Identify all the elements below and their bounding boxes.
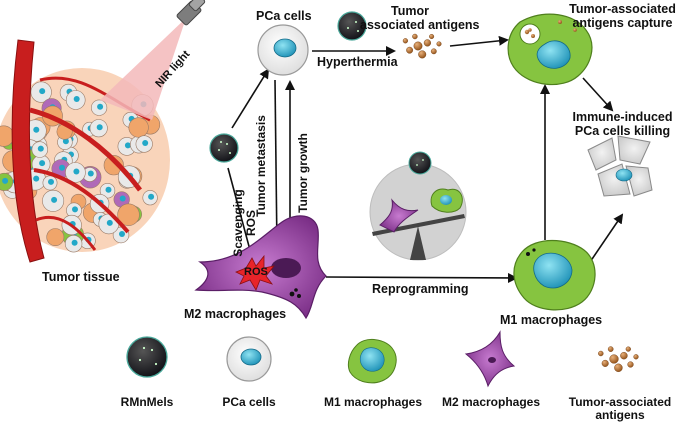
tissue-cell-nucleus [106, 219, 113, 226]
antigen-particle [598, 350, 604, 357]
antigen-particle [429, 34, 435, 40]
tissue-cell-nucleus [39, 160, 46, 167]
tissue-cell [46, 228, 65, 247]
tumor-associated-antigens-top-label: Tumor associated antigens [360, 4, 480, 32]
tumor-tissue-label: Tumor tissue [42, 270, 120, 284]
immune-induced-killing-label: Immune-induced PCa cells killing [572, 110, 673, 138]
tissue-cell [103, 155, 124, 176]
rmnmels-nanoparticle [209, 133, 239, 163]
tissue-cell-nucleus [97, 103, 104, 110]
tissue-cell-nucleus [87, 170, 94, 177]
legend-label-antigens: Tumor-associated antigens [568, 395, 672, 422]
tissue-cell-nucleus [124, 142, 131, 149]
hyperthermia-label: Hyperthermia [317, 55, 398, 69]
tissue-cell [117, 203, 140, 226]
antigen-particle [627, 361, 634, 368]
antigen-particle [601, 359, 609, 367]
m2-macrophage-large [194, 215, 327, 320]
legend-label-m1-macrophages: M1 macrophages [323, 395, 423, 409]
tumor-growth-label: Tumor growth [296, 133, 310, 213]
tissue-cell-nucleus [37, 145, 44, 152]
tissue-cell-nucleus [62, 138, 69, 145]
tissue-cell-nucleus [119, 231, 125, 237]
antigen-particle [633, 354, 639, 360]
legend-antigens-icon [598, 346, 639, 372]
nir-light-beam [100, 0, 206, 120]
antigen-particle [609, 354, 619, 364]
antigens-capture-label: Tumor-associated antigens capture [569, 2, 676, 30]
antigen-particle [423, 39, 432, 47]
tissue-cell-nucleus [2, 177, 9, 184]
tissue-cell-nucleus [51, 196, 58, 203]
tissue-cell-nucleus [96, 124, 103, 131]
m1-macrophages-label: M1 macrophages [500, 313, 603, 327]
legend-m1-macrophage-icon [347, 339, 397, 384]
tissue-cell [128, 117, 149, 138]
flow-arrows [227, 35, 624, 283]
tissue-cell-nucleus [105, 186, 112, 193]
polarization-balance [369, 151, 467, 261]
antigen-particle [614, 363, 623, 372]
tissue-cell-nucleus [119, 195, 126, 202]
reprogramming-label: Reprogramming [372, 282, 469, 296]
antigen-particle [418, 50, 427, 59]
pca-cell-top [257, 24, 309, 76]
tissue-cell-nucleus [72, 206, 78, 213]
tissue-cell-nucleus [48, 178, 54, 185]
tissue-cell-nucleus [71, 239, 78, 246]
rmnmels-top [337, 11, 367, 41]
antigens-cluster [402, 33, 442, 59]
tissue-cell-nucleus [59, 164, 65, 171]
tissue-cell-nucleus [39, 88, 46, 95]
m1-macrophage-large [513, 240, 596, 311]
killed-pca-cell [587, 135, 653, 197]
legend-label-rmnmels: RMnMels [120, 395, 174, 409]
antigen-particle [607, 346, 614, 352]
antigen-particle [625, 346, 631, 352]
tissue-cell-nucleus [148, 193, 155, 200]
tissue-cell-nucleus [73, 168, 80, 175]
scavenging-ros-label: Scavenging ROS [231, 189, 258, 257]
antigen-particle [430, 48, 437, 55]
legend-label-pca-cells: PCa cells [222, 395, 276, 409]
antigen-particle [436, 41, 442, 47]
tissue-cell-nucleus [33, 126, 40, 133]
antigen-particle [406, 46, 413, 54]
antigen-particle [413, 41, 423, 51]
antigen-capturing-macrophage [507, 13, 593, 86]
legend-pca-cell-icon [226, 336, 272, 382]
tissue-cell-nucleus [142, 140, 149, 146]
tumor-tissue-illustration [0, 39, 170, 263]
m2-macrophages-label: M2 macrophages [184, 307, 287, 321]
antigen-particle [412, 33, 418, 40]
antigen-particle [402, 38, 409, 44]
tissue-cell-nucleus [33, 175, 40, 182]
pca-cells-top-label: PCa cells [256, 9, 312, 23]
legend-rmnmels-icon [126, 336, 168, 378]
legend-label-m2-macrophages: M2 macrophages [441, 395, 541, 409]
tissue-cell-nucleus [73, 96, 80, 102]
ros-label: ROS [244, 266, 268, 278]
legend-m2-macrophage-icon [464, 330, 516, 388]
antigen-particle [620, 352, 628, 360]
